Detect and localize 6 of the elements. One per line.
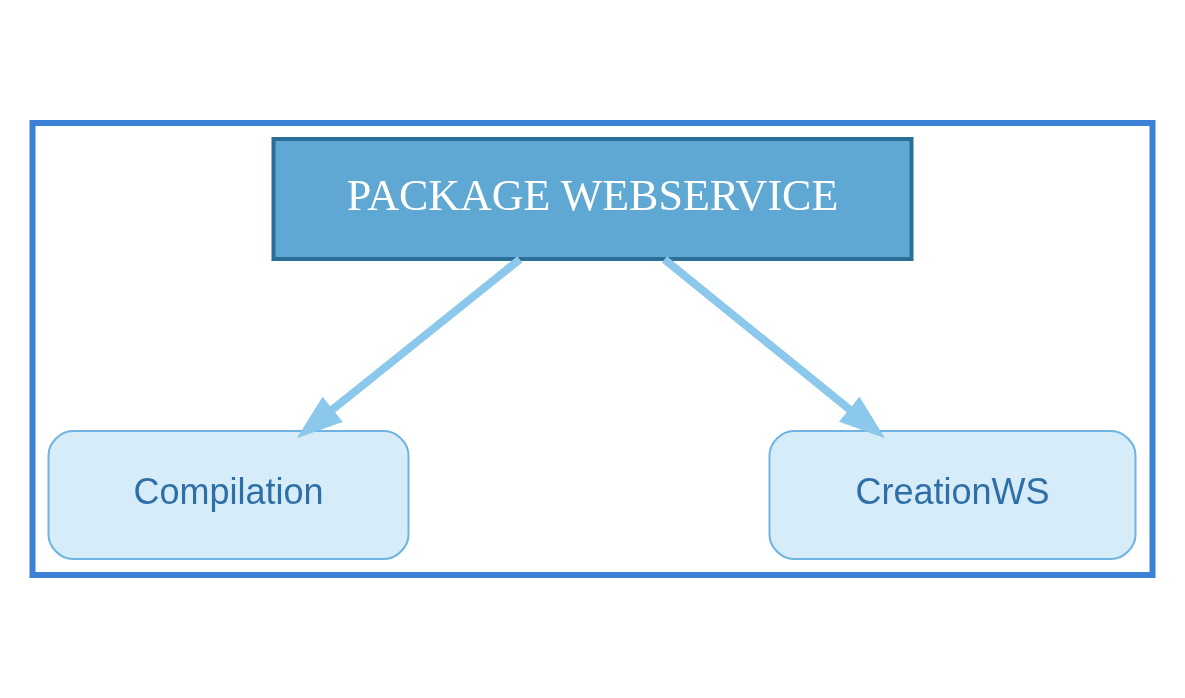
node-box: PACKAGE WEBSERVICE xyxy=(271,137,914,261)
node-box: CreationWS xyxy=(768,430,1137,560)
arrow xyxy=(661,256,886,439)
arrow xyxy=(296,256,523,439)
node-box: Compilation xyxy=(47,430,410,560)
cluster xyxy=(29,120,1156,578)
